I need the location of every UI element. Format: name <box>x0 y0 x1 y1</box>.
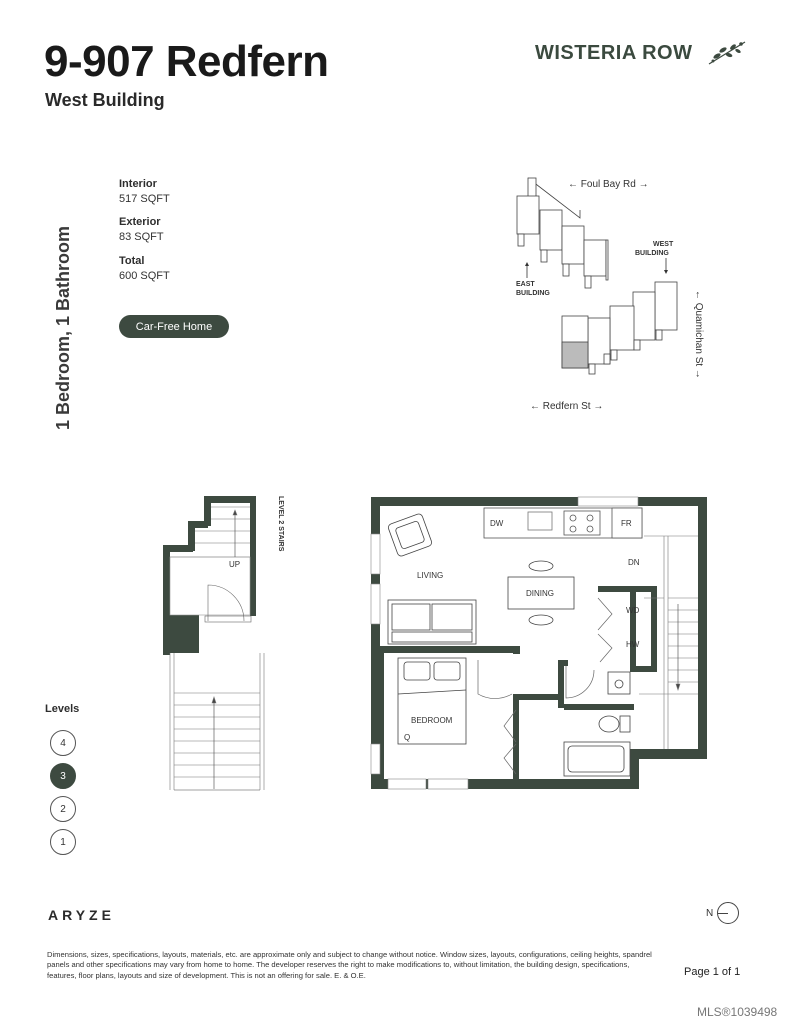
north-arrow-icon <box>717 902 740 924</box>
washer-dryer-label: WD <box>626 606 640 615</box>
unit-type-label: 1 Bedroom, 1 Bathroom <box>53 225 73 430</box>
walls <box>371 497 707 789</box>
disclaimer: Dimensions, sizes, specifications, layou… <box>47 950 652 980</box>
dining-table <box>507 560 575 626</box>
page-number: Page 1 of 1 <box>684 966 741 978</box>
site-map: ← Foul Bay Rd → EAST BUILDING WEST BUILD… <box>500 170 720 425</box>
spec-value: 600 SQFT <box>119 270 170 282</box>
down-label: DN <box>628 558 640 567</box>
hot-water-label: HW <box>626 640 640 649</box>
bathroom-fixtures <box>563 671 631 777</box>
level-2-stairs-plan: UP UP <box>160 493 290 801</box>
spec-value: 83 SQFT <box>119 231 164 243</box>
bedroom-label: BEDROOM <box>411 716 453 725</box>
wisteria-flower-icon <box>705 38 749 73</box>
spec-label: Interior <box>119 178 157 190</box>
car-free-badge: Car-Free Home <box>119 315 229 338</box>
spec-exterior: Exterior 83 SQFT <box>119 216 164 243</box>
north-label: N <box>706 907 714 919</box>
kitchen-counter <box>483 507 643 539</box>
level-1-button[interactable]: 1 <box>50 829 76 855</box>
east-label-1: EAST <box>516 281 535 288</box>
bed <box>397 657 467 745</box>
west-label-1: WEST <box>653 241 674 248</box>
west-label-2: BUILDING <box>635 250 669 257</box>
armchair <box>387 513 433 557</box>
level-2-stairs-label: LEVEL 2 STAIRS <box>277 496 284 552</box>
north-indicator: N <box>706 902 740 924</box>
street-quamichan: ← Quamichan St → <box>693 290 704 379</box>
stairs-up-bottom: UP <box>208 792 219 793</box>
level-2-button[interactable]: 2 <box>50 796 76 822</box>
building-name: West Building <box>45 90 165 110</box>
dining-label: DINING <box>526 589 554 598</box>
floor-plan: DW FR DN LIVING DINING WD HW BEDROOM Q <box>368 494 713 799</box>
east-building-blocks <box>516 177 609 289</box>
east-label-2: BUILDING <box>516 290 550 297</box>
spec-label: Exterior <box>119 216 161 228</box>
spec-total: Total 600 SQFT <box>119 255 170 282</box>
mls-number: MLS®1039498 <box>697 1005 778 1019</box>
spec-label: Total <box>119 255 145 267</box>
stairs-label-vertical: LEVEL 2 STAIRS <box>270 496 290 576</box>
developer-logo: ARYZE <box>48 907 115 923</box>
west-building-blocks <box>561 281 678 375</box>
levels-label: Levels <box>45 703 80 715</box>
sofa <box>387 599 477 645</box>
spec-value: 517 SQFT <box>119 193 170 205</box>
spec-interior: Interior 517 SQFT <box>119 178 170 205</box>
unit-title: 9-907 Redfern <box>44 37 329 86</box>
street-foul-bay: ← Foul Bay Rd → <box>568 179 649 190</box>
level-3-button[interactable]: 3 <box>50 763 76 789</box>
brand-name: WISTERIA ROW <box>535 42 693 64</box>
queen-bed-label: Q <box>404 733 410 742</box>
unit-type-vertical: 1 Bedroom, 1 Bathroom <box>18 180 88 430</box>
street-redfern: ← Redfern St → <box>530 401 603 412</box>
fridge-label: FR <box>621 519 632 528</box>
dishwasher-label: DW <box>490 519 504 528</box>
stairs-up-top: UP <box>229 560 240 569</box>
living-label: LIVING <box>417 571 443 580</box>
level-4-button[interactable]: 4 <box>50 730 76 756</box>
